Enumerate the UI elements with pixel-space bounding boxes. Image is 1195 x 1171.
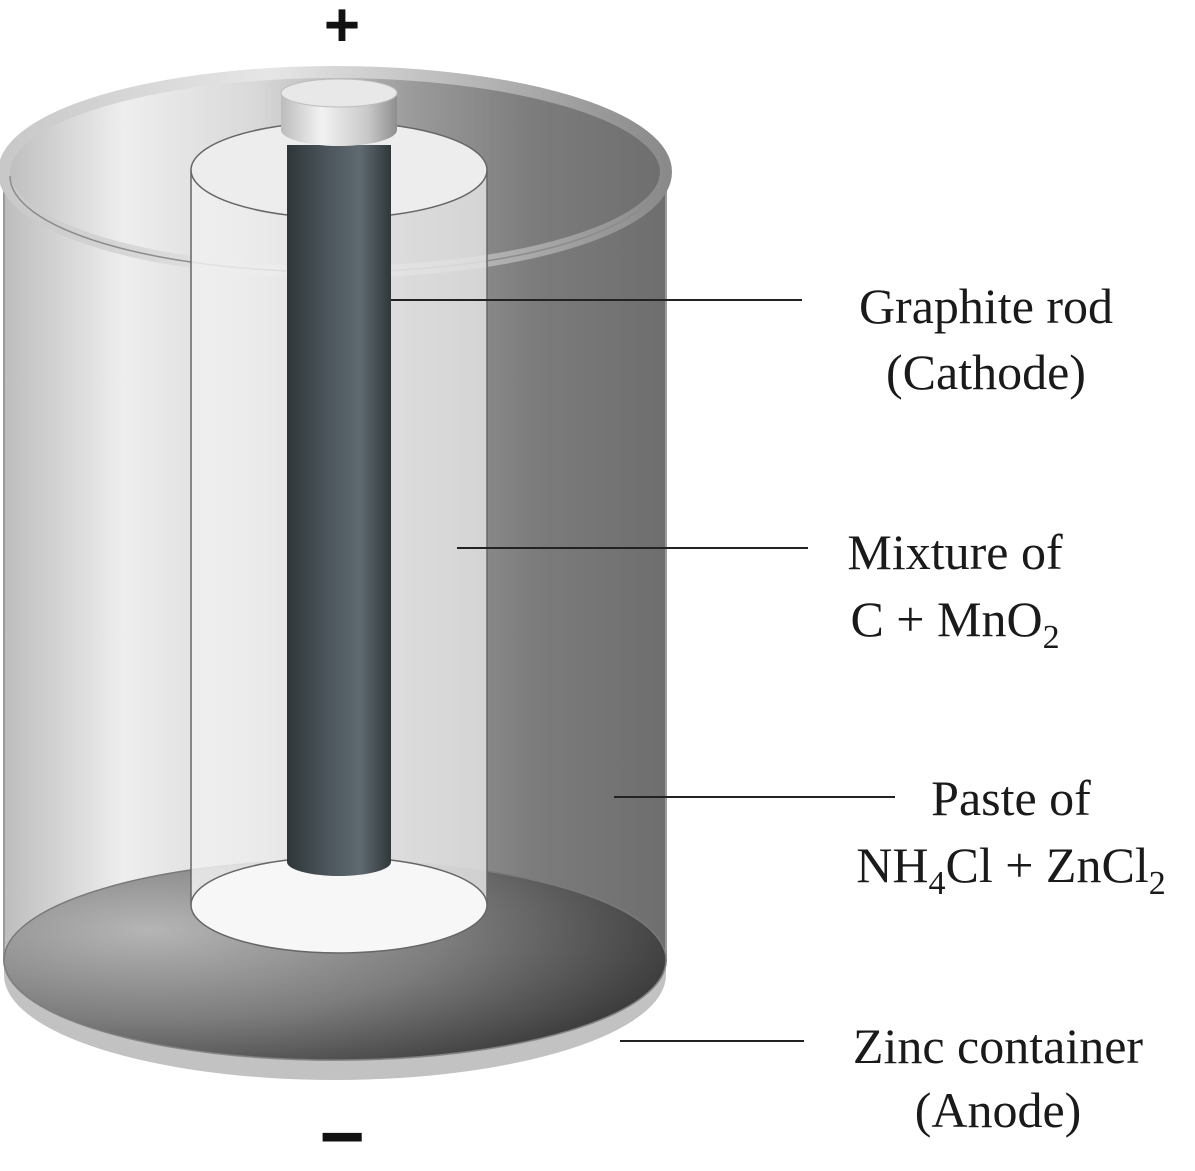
label-graphite-rod: Graphite rod (Cathode) [859, 278, 1113, 400]
metal-cap [280, 78, 398, 146]
label-paste: Paste of NH4Cl + ZnCl2 [856, 770, 1165, 902]
label-mixture-line2: C + MnO2 [850, 591, 1059, 656]
label-zinc-container-line1: Zinc container [853, 1018, 1143, 1074]
label-mixture-subscript: 2 [1043, 619, 1060, 656]
label-zinc-container: Zinc container (Anode) [853, 1018, 1143, 1138]
label-mixture-formula: C + MnO [850, 591, 1042, 647]
label-paste-line1: Paste of [931, 770, 1091, 826]
label-paste-line2: NH4Cl + ZnCl2 [856, 837, 1165, 902]
positive-terminal-sign: + [324, 0, 360, 60]
label-mixture: Mixture of C + MnO2 [847, 524, 1063, 656]
label-mixture-line1: Mixture of [847, 524, 1063, 580]
label-paste-cl-zncl: Cl + ZnCl [945, 837, 1148, 893]
label-paste-subscript-2: 2 [1149, 865, 1166, 902]
negative-terminal-sign: − [319, 1092, 365, 1171]
label-paste-subscript-4: 4 [928, 865, 945, 902]
label-graphite-rod-line2: (Cathode) [886, 344, 1086, 400]
label-paste-nh: NH [856, 837, 928, 893]
graphite-rod [287, 145, 391, 876]
label-graphite-rod-line1: Graphite rod [859, 278, 1113, 334]
label-zinc-container-line2: (Anode) [915, 1082, 1082, 1138]
